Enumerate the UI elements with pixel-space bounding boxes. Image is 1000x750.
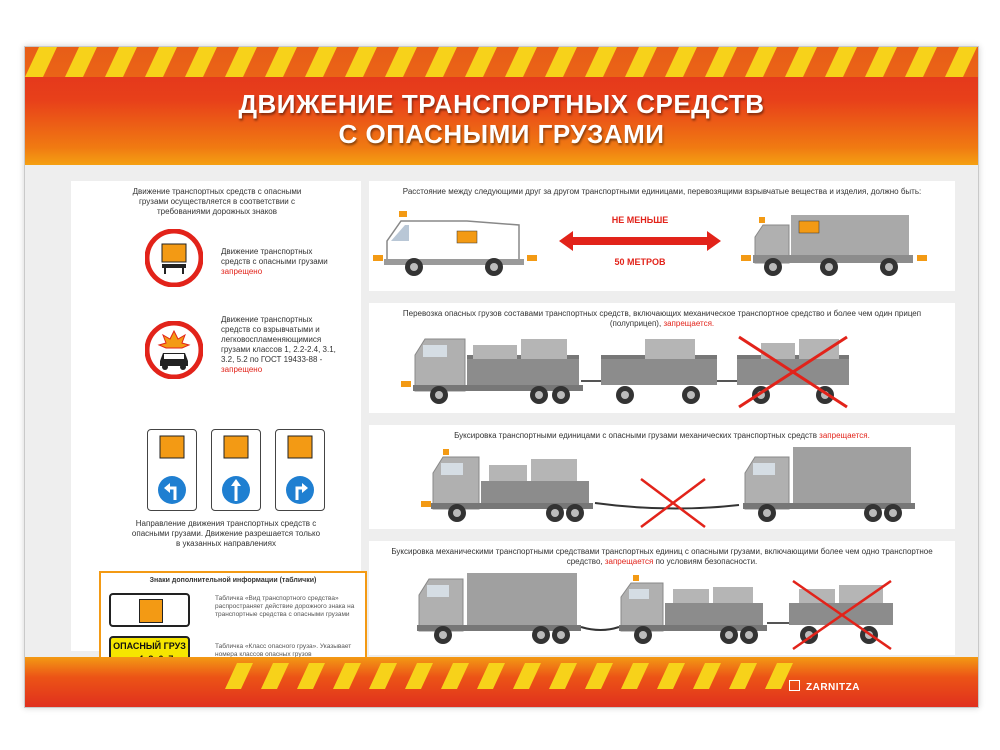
sign1-text-main: Движение транспортных средств с опасными… [221, 247, 328, 266]
section3-text-main: Буксировка транспортными единицами с опа… [454, 431, 817, 440]
left-intro-text: Движение транспортных средств с опасными… [132, 187, 302, 216]
footer-banner: ZARNITZA [25, 657, 978, 707]
turn-left-arrow-icon [158, 435, 186, 504]
section2-text-main: Перевозка опасных грузов составами транс… [402, 309, 922, 328]
section3-text: Буксировка транспортными единицами с опа… [389, 431, 935, 441]
direction-sign-straight [211, 429, 261, 511]
sign1-text-red: запрещено [221, 267, 263, 276]
turn-right-arrow-icon [286, 435, 314, 504]
brand-logo: ZARNITZA [788, 680, 860, 693]
orange-plate-icon [139, 599, 163, 623]
section4-text: Буксировка механическими транспортными с… [389, 547, 935, 567]
section2-text-red: запрещается. [663, 319, 715, 328]
hazard-stripes-bottom [225, 663, 793, 689]
straight-arrow-icon [222, 435, 250, 504]
sign2-text-red: запрещено [221, 365, 263, 374]
vehicle-type-plate [109, 593, 190, 627]
section-towing-train: Буксировка механическими транспортными с… [369, 541, 955, 655]
plate1-note: Табличка «Вид транспортного средства» ра… [215, 595, 355, 618]
title-line-1: ДВИЖЕНИЕ ТРАНСПОРТНЫХ СРЕДСТВ [238, 89, 765, 119]
towing-train-illustration [417, 573, 893, 651]
header-banner: ДВИЖЕНИЕ ТРАНСПОРТНЫХ СРЕДСТВ С ОПАСНЫМИ… [25, 47, 978, 165]
distance-label-2: 50 МЕТРОВ [615, 257, 666, 267]
brand-icon [788, 680, 800, 691]
direction-sign-right [275, 429, 325, 511]
no-explosive-goods-sign [145, 321, 203, 379]
section4-text-red: запрещается [604, 557, 654, 566]
section-towing: Буксировка транспортными единицами с опа… [369, 425, 955, 529]
distance-label-1: НЕ МЕНЬШЕ [612, 215, 669, 225]
page-title: ДВИЖЕНИЕ ТРАНСПОРТНЫХ СРЕДСТВ С ОПАСНЫМИ… [25, 89, 978, 149]
section2-text: Перевозка опасных грузов составами транс… [389, 309, 935, 329]
towing-illustration [421, 447, 915, 528]
section-road-train: Перевозка опасных грузов составами транс… [369, 303, 955, 413]
sign1-text: Движение транспортных средств с опасными… [221, 247, 331, 277]
no-dangerous-goods-sign [145, 229, 203, 287]
plate2-note: Табличка «Класс опасного груза». Указыва… [215, 643, 352, 658]
title-line-2: С ОПАСНЫМИ ГРУЗАМИ [338, 119, 665, 149]
section4-text-main: Буксировка механическими транспортными с… [391, 547, 933, 566]
sign2-text-main: Движение транспортных средств со взрывча… [221, 315, 336, 364]
section4-text-tail: по условиям безопасности. [655, 557, 758, 566]
left-panel: Движение транспортных средств с опасными… [71, 181, 367, 698]
section-distance: Расстояние между следующими друг за друг… [369, 181, 955, 291]
poster: ДВИЖЕНИЕ ТРАНСПОРТНЫХ СРЕДСТВ С ОПАСНЫМИ… [24, 46, 979, 708]
section1-text: Расстояние между следующими друг за друг… [402, 187, 922, 196]
plate2-line1: ОПАСНЫЙ ГРУЗ [113, 641, 186, 651]
direction-sign-left [147, 429, 197, 511]
sign2-text: Движение транспортных средств со взрывча… [221, 315, 339, 375]
distance-illustration: НЕ МЕНЬШЕ 50 МЕТРОВ [373, 211, 927, 276]
direction-text: Направление движения транспортных средст… [131, 519, 321, 548]
brand-name: ZARNITZA [806, 682, 860, 693]
road-train-illustration [401, 335, 849, 409]
section3-text-red: запрещается. [819, 431, 870, 440]
info-box-title: Знаки дополнительной информации (табличк… [149, 577, 317, 584]
hazard-stripes-top [25, 47, 978, 77]
